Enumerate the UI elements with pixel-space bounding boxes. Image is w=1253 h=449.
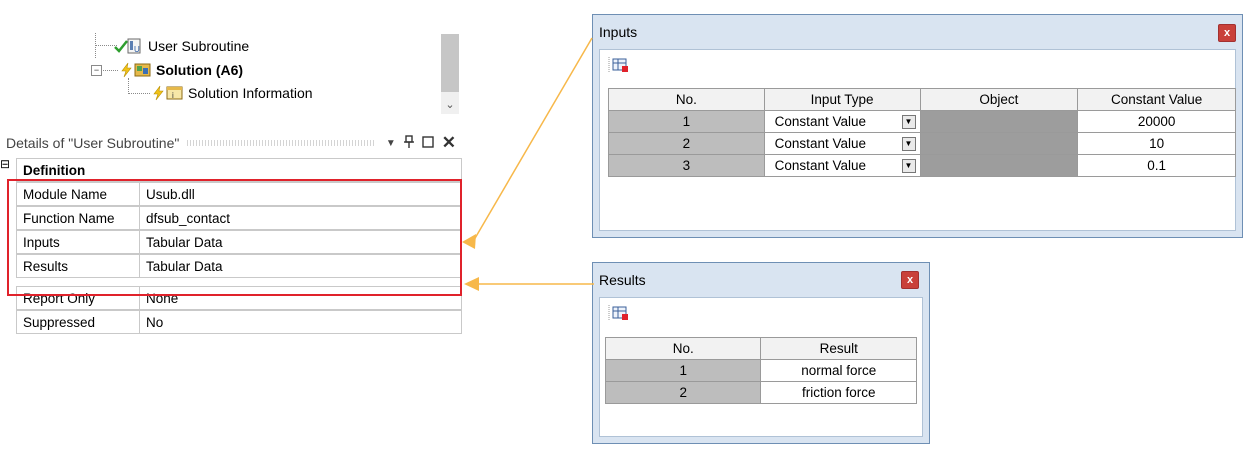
table-add-icon[interactable] [608,56,628,73]
tree-connector [128,78,129,94]
svg-text:i: i [172,91,174,100]
table-add-icon[interactable] [608,304,628,321]
window-title: Inputs [599,24,638,40]
inputs-window: Inputs x No. Input Type Object Constant … [592,14,1243,238]
results-window-body: No. Result 1 normal force 2 friction for… [599,297,923,437]
column-header[interactable]: Input Type [763,88,921,111]
column-header[interactable]: Result [760,337,917,360]
dropdown-arrow-icon[interactable]: ▼ [901,136,916,151]
results-window-titlebar: Results [593,263,929,297]
tree-item-user-subroutine[interactable]: U User Subroutine [112,36,249,56]
input-type-select[interactable]: Constant Value ▼ [763,110,921,133]
detail-prop: Function Name [16,206,140,230]
results-table: No. Result 1 normal force 2 friction for… [604,337,917,404]
detail-prop: Results [16,254,140,278]
row-number: 2 [608,132,765,155]
lightning-icon [118,62,136,78]
tree-scrollbar-thumb[interactable] [441,34,459,92]
detail-row[interactable]: Results Tabular Data [16,254,462,278]
tree-connector [128,93,150,94]
column-header[interactable]: Object [919,88,1079,111]
section-collapse-icon[interactable]: ⊟ [0,157,11,171]
table-row: 1 Constant Value▼ 20000 [608,110,1236,133]
row-number: 3 [608,154,765,177]
tree-item-solution-information[interactable]: i Solution Information [150,83,313,103]
dropdown-arrow-icon[interactable]: ▼ [901,158,916,173]
table-row: 2 friction force [604,381,917,404]
close-icon[interactable]: x [901,271,919,289]
maximize-icon[interactable] [422,135,434,151]
detail-row[interactable]: Suppressed No [16,310,462,334]
detail-row[interactable]: Function Name dfsub_contact [16,206,462,230]
collapse-expander[interactable]: − [91,65,102,76]
table-header-row: No. Result [604,337,917,360]
details-title: Details of "User Subroutine" [6,135,180,151]
row-number: 2 [604,381,762,404]
dropdown-arrow-icon[interactable]: ▼ [901,114,916,129]
details-header: Details of "User Subroutine" ▼ ✕ [0,131,462,155]
solution-information-icon: i [166,85,184,101]
results-window: Results x No. Result 1 normal force 2 fr… [592,262,930,444]
results-callout-arrowhead [464,277,479,291]
tree-connector [95,45,117,46]
inputs-callout-arrowhead [462,234,476,249]
gripper [187,140,376,146]
pin-icon[interactable] [403,134,414,152]
window-title: Results [599,272,646,288]
column-header[interactable]: Constant Value [1077,88,1236,111]
table-header-row: No. Input Type Object Constant Value [608,88,1236,111]
inputs-table: No. Input Type Object Constant Value 1 C… [608,88,1236,177]
tree-item-label: Solution (A6) [156,62,244,78]
detail-value[interactable]: No [140,310,462,334]
section-header: Definition [16,158,462,182]
detail-prop: Suppressed [16,310,140,334]
table-row: 3 Constant Value ▼ 0.1 [608,154,1236,177]
tree-item-label: Solution Information [188,85,313,101]
tree-item-solution[interactable]: Solution (A6) [118,60,243,80]
inputs-window-titlebar: Inputs [593,15,1242,49]
table-row: 1 normal force [604,359,917,382]
scroll-down-icon[interactable]: ⌄ [445,99,455,111]
input-type-select[interactable]: Constant Value ▼ [763,154,921,177]
detail-prop: Inputs [16,230,140,254]
inputs-window-body: No. Input Type Object Constant Value 1 C… [599,49,1236,231]
lightning-icon [150,85,168,101]
inputs-callout-line [473,37,593,241]
constant-value-cell[interactable]: 0.1 [1077,154,1236,177]
tree-item-label: User Subroutine [148,38,250,54]
highlight-box [7,179,462,296]
object-cell [919,110,1079,133]
solution-icon [134,62,152,78]
tree-connector [100,70,118,71]
select-value: Constant Value [774,136,866,151]
column-header[interactable]: No. [604,337,762,360]
user-subroutine-icon: U [126,38,144,54]
close-icon[interactable]: ✕ [441,133,456,152]
dropdown-icon[interactable]: ▼ [385,137,396,149]
table-row: 2 Constant Value▼ 10 [608,132,1236,155]
result-cell[interactable]: friction force [760,381,917,404]
close-icon[interactable]: x [1218,24,1236,42]
detail-prop: Module Name [16,182,140,206]
select-value: Constant Value [774,158,866,173]
detail-row[interactable]: Module Name Usub.dll [16,182,462,206]
detail-row[interactable]: Inputs Tabular Data [16,230,462,254]
check-icon [112,38,130,54]
row-number: 1 [604,359,762,382]
select-value: Constant Value [774,114,866,129]
row-number: 1 [608,110,765,133]
section-title: Definition [16,158,462,182]
svg-text:U: U [134,45,140,54]
